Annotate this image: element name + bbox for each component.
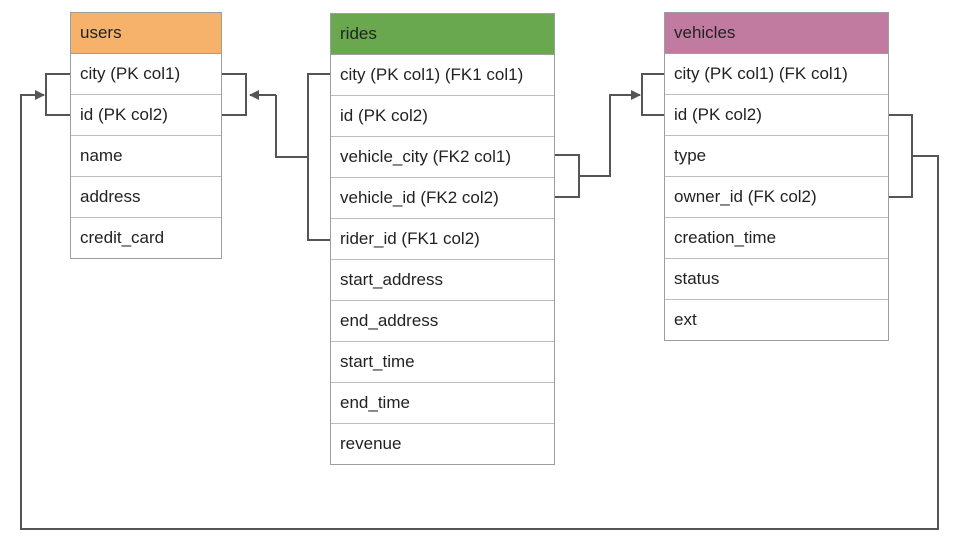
users-pk-bracket-right (220, 73, 247, 116)
connector-rides-to-users (275, 95, 308, 158)
rides-column-row: city (PK col1) (FK1 col1) (331, 55, 554, 96)
users-column-row: name (71, 136, 221, 177)
rides-column-row: end_time (331, 383, 554, 424)
connector-rides-to-vehicles (579, 90, 641, 177)
rides-column-row: start_address (331, 260, 554, 301)
rides-fk1-bracket (307, 73, 330, 241)
vehicles-column-row: id (PK col2) (665, 95, 888, 136)
rides-column-row: end_address (331, 301, 554, 342)
users-column-row: address (71, 177, 221, 218)
rides-column-row: rider_id (FK1 col2) (331, 219, 554, 260)
users-column-row: city (PK col1) (71, 54, 221, 95)
vehicles-column-row: status (665, 259, 888, 300)
vehicles-fk-bracket (887, 114, 913, 197)
users-column-row: id (PK col2) (71, 95, 221, 136)
vehicles-column-row: city (PK col1) (FK col1) (665, 54, 888, 95)
vehicles-table-header: vehicles (665, 13, 888, 54)
rides-column-row: revenue (340, 434, 402, 453)
users-table-header: users (71, 13, 221, 54)
vehicles-table: vehicles city (PK col1) (FK col1) id (PK… (664, 12, 889, 341)
rides-column-row: vehicle_id (FK2 col2) (331, 178, 554, 219)
rides-column-row: id (PK col2) (331, 96, 554, 137)
vehicles-column-row: ext (674, 310, 697, 329)
users-column-row: credit_card (80, 228, 165, 247)
rides-fk2-bracket (553, 154, 580, 198)
vehicles-column-row: type (665, 136, 888, 177)
users-pk-bracket-left (45, 73, 70, 116)
users-table: users city (PK col1) id (PK col2) name a… (70, 12, 222, 259)
rides-table: rides city (PK col1) (FK1 col1) id (PK c… (330, 13, 555, 465)
vehicles-column-row: owner_id (FK col2) (665, 177, 888, 218)
vehicles-column-row: creation_time (665, 218, 888, 259)
rides-table-header: rides (331, 14, 554, 55)
vehicles-pk-bracket (641, 73, 664, 116)
rides-column-row: start_time (331, 342, 554, 383)
rides-column-row: vehicle_city (FK2 col1) (331, 137, 554, 178)
